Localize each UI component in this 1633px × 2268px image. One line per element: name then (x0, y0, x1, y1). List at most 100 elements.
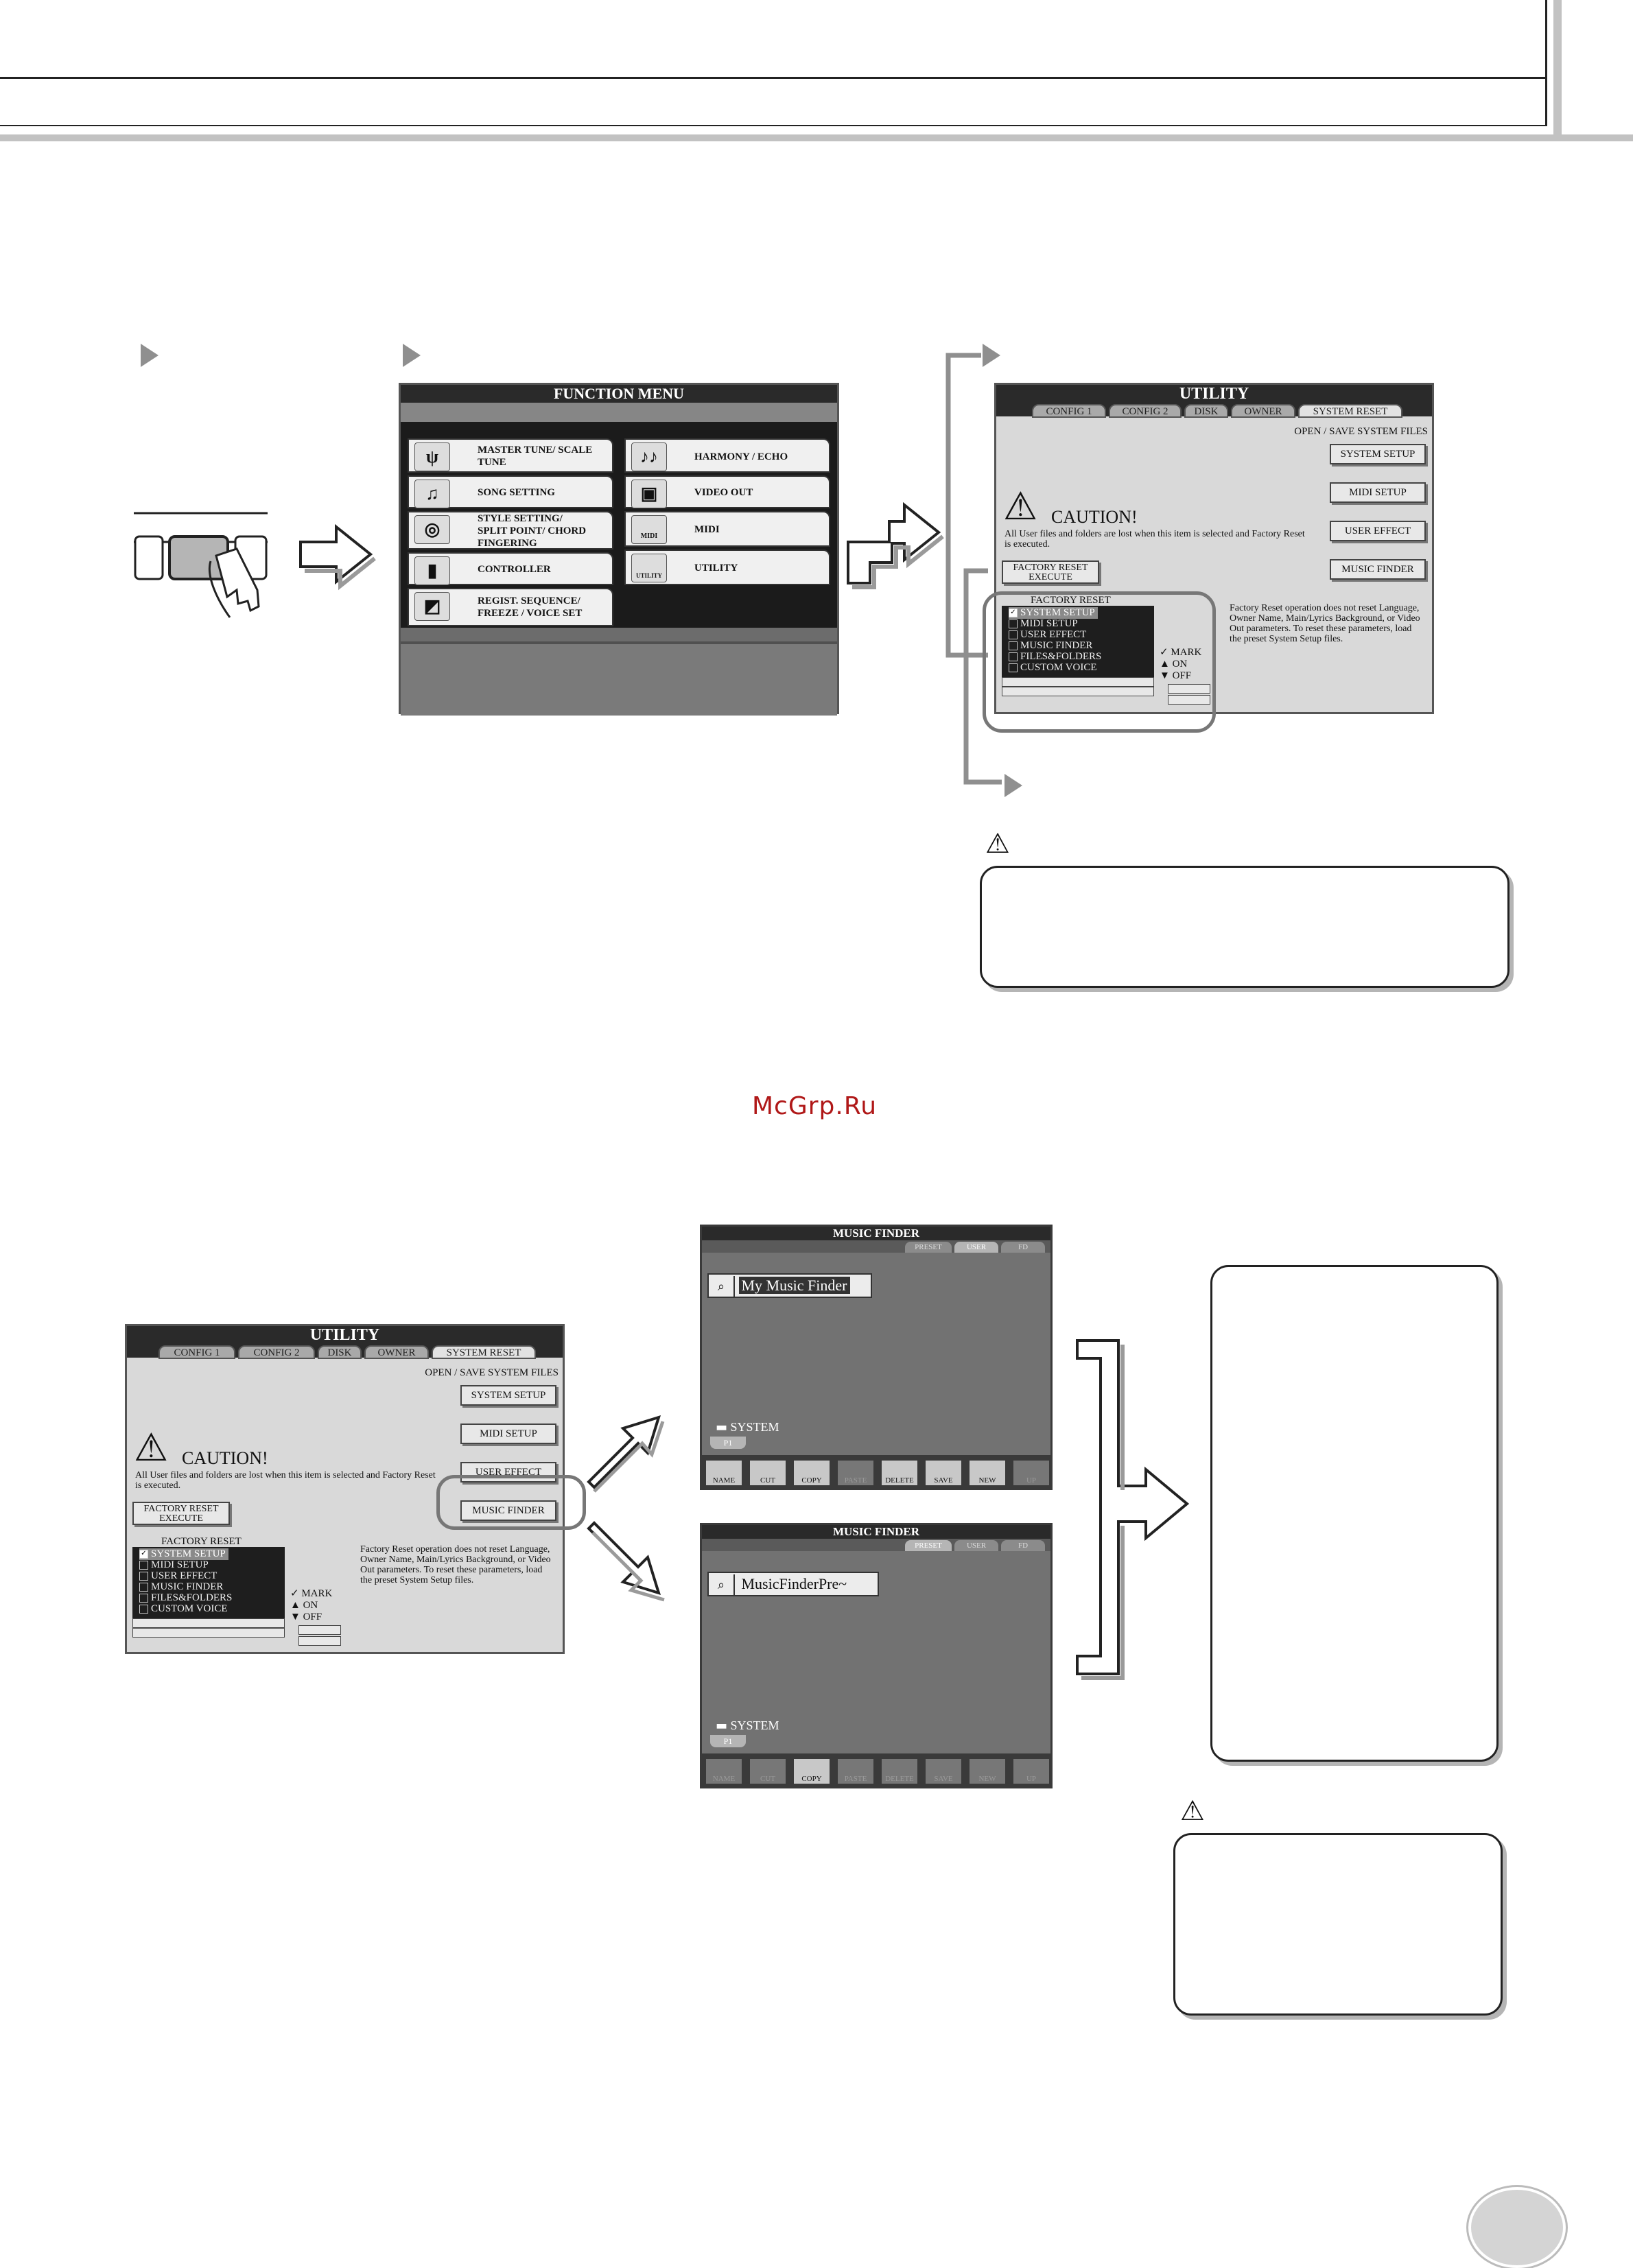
step-marker-1 (141, 344, 158, 367)
tab-config-1[interactable]: CONFIG 1 (158, 1345, 235, 1359)
menu-item-midi[interactable]: MIDI MIDI (624, 511, 830, 547)
tab-owner[interactable]: OWNER (1231, 404, 1295, 418)
paste-button[interactable]: PASTE (838, 1759, 873, 1784)
arrow-step-up (847, 501, 944, 589)
menu-item-label: HARMONY / ECHO (694, 451, 788, 462)
music-finder-tabs: PRESET USER FD (702, 1240, 1050, 1253)
list-item[interactable]: ✓SYSTEM SETUP (139, 1548, 228, 1560)
factory-reset-execute-button[interactable]: FACTORY RESET EXECUTE (132, 1502, 230, 1525)
tab-fd[interactable]: FD (1001, 1540, 1045, 1551)
mark-up-button[interactable] (1168, 684, 1210, 694)
copy-button[interactable]: COPY (794, 1759, 830, 1784)
list-item[interactable]: CUSTOM VOICE (1009, 662, 1097, 674)
list-item[interactable]: CUSTOM VOICE (139, 1603, 228, 1615)
header-side-tab (1562, 134, 1633, 141)
file-item[interactable]: ⌕ My Music Finder (707, 1273, 872, 1298)
list-item[interactable]: MIDI SETUP (139, 1559, 209, 1571)
tab-preset[interactable]: PRESET (905, 1540, 952, 1551)
on-label: ▲ ON (1160, 659, 1188, 670)
panel-button-illustration (134, 512, 268, 618)
list-scroll-down[interactable] (132, 1628, 285, 1638)
name-button[interactable]: NAME (706, 1759, 742, 1784)
tab-disk[interactable]: DISK (318, 1345, 362, 1359)
user-effect-button[interactable]: USER EFFECT (1330, 521, 1426, 541)
tab-config-2[interactable]: CONFIG 2 (1109, 404, 1182, 418)
menu-item-label: MIDI (694, 524, 720, 535)
tab-user[interactable]: USER (954, 1540, 998, 1551)
factory-reset-label: FACTORY RESET (161, 1536, 242, 1547)
up-button[interactable]: UP (1013, 1461, 1049, 1485)
folder-icon: ▬ (716, 1420, 728, 1434)
system-setup-button[interactable]: SYSTEM SETUP (460, 1385, 556, 1406)
page-tab[interactable]: P1 (710, 1735, 746, 1747)
paste-button[interactable]: PASTE (838, 1461, 873, 1485)
cut-button[interactable]: CUT (750, 1461, 786, 1485)
music-finder-title: MUSIC FINDER (702, 1227, 1050, 1240)
menu-item-video-out[interactable]: ▣ VIDEO OUT (624, 475, 830, 508)
factory-reset-execute-button[interactable]: FACTORY RESET EXECUTE (1002, 560, 1099, 584)
up-button[interactable]: UP (1013, 1759, 1049, 1784)
menu-item-regist-sequence[interactable]: ◩ REGIST. SEQUENCE/ FREEZE / VOICE SET (408, 588, 613, 626)
list-item[interactable]: MIDI SETUP (1009, 618, 1078, 630)
save-button[interactable]: SAVE (926, 1461, 961, 1485)
mark-up-button[interactable] (298, 1625, 341, 1635)
delete-button[interactable]: DELETE (882, 1461, 917, 1485)
mark-down-button[interactable] (1168, 695, 1210, 705)
highlight-outline-factory-reset (983, 591, 1216, 733)
search-file-icon: ⌕ (709, 1574, 735, 1596)
tab-disk[interactable]: DISK (1184, 404, 1228, 418)
system-setup-button[interactable]: SYSTEM SETUP (1330, 444, 1426, 464)
tab-system-reset[interactable]: SYSTEM RESET (1298, 404, 1402, 418)
cut-button[interactable]: CUT (750, 1759, 786, 1784)
list-item[interactable]: FILES&FOLDERS (1009, 651, 1101, 663)
menu-item-master-tune[interactable]: ψ MASTER TUNE/ SCALE TUNE (408, 438, 613, 473)
tab-fd[interactable]: FD (1001, 1242, 1045, 1253)
menu-item-utility[interactable]: UTILITY UTILITY (624, 550, 830, 585)
bracket-arrow-right (1076, 1339, 1190, 1680)
list-scroll-up[interactable] (1002, 677, 1154, 687)
mark-down-button[interactable] (298, 1636, 341, 1646)
tab-user[interactable]: USER (954, 1242, 998, 1253)
music-finder-button[interactable]: MUSIC FINDER (460, 1500, 556, 1521)
tab-config-2[interactable]: CONFIG 2 (238, 1345, 315, 1359)
delete-button[interactable]: DELETE (882, 1759, 917, 1784)
list-scroll-down[interactable] (1002, 687, 1154, 696)
menu-item-controller[interactable]: ▮ CONTROLLER (408, 552, 613, 585)
list-item[interactable]: ✓SYSTEM SETUP (1009, 607, 1098, 619)
step-marker-2 (403, 344, 421, 367)
list-item[interactable]: MUSIC FINDER (1009, 640, 1092, 652)
menu-item-style-setting[interactable]: ◎ STYLE SETTING/ SPLIT POINT/ CHORD FING… (408, 511, 613, 550)
list-item[interactable]: USER EFFECT (139, 1570, 217, 1582)
function-menu-footer (401, 641, 837, 716)
menu-item-song-setting[interactable]: ♫ SONG SETTING (408, 475, 613, 508)
new-button[interactable]: NEW (970, 1759, 1005, 1784)
midi-setup-button[interactable]: MIDI SETUP (460, 1424, 556, 1444)
tab-preset[interactable]: PRESET (905, 1242, 952, 1253)
caution-title: CAUTION! (182, 1448, 268, 1468)
section-label: OPEN / SAVE SYSTEM FILES (1294, 426, 1428, 437)
name-button[interactable]: NAME (706, 1461, 742, 1485)
tab-system-reset[interactable]: SYSTEM RESET (432, 1345, 536, 1359)
warning-icon-bottom: ⚠ (1180, 1795, 1205, 1827)
header-vertical-rule (1545, 0, 1547, 126)
tab-config-1[interactable]: CONFIG 1 (1032, 404, 1106, 418)
folder-label: ▬ SYSTEM (716, 1718, 779, 1733)
new-button[interactable]: NEW (970, 1461, 1005, 1485)
tab-owner[interactable]: OWNER (364, 1345, 429, 1359)
menu-item-harmony-echo[interactable]: ♪♪ HARMONY / ECHO (624, 438, 830, 473)
list-item[interactable]: USER EFFECT (1009, 629, 1086, 641)
music-finder-button[interactable]: MUSIC FINDER (1330, 559, 1426, 580)
list-item[interactable]: FILES&FOLDERS (139, 1592, 232, 1604)
page-tab[interactable]: P1 (710, 1437, 746, 1449)
function-menu-title: FUNCTION MENU (401, 385, 837, 403)
copy-button[interactable]: COPY (794, 1461, 830, 1485)
list-scroll-up[interactable] (132, 1618, 285, 1628)
on-label: ▲ ON (290, 1600, 318, 1611)
menu-item-label: REGIST. SEQUENCE/ FREEZE / VOICE SET (478, 595, 583, 619)
midi-icon: MIDI (631, 515, 667, 544)
file-item[interactable]: ⌕ MusicFinderPre~ (707, 1572, 879, 1596)
mark-text: ✓ MARK (1160, 647, 1202, 658)
list-item[interactable]: MUSIC FINDER (139, 1581, 223, 1593)
midi-setup-button[interactable]: MIDI SETUP (1330, 482, 1426, 503)
save-button[interactable]: SAVE (926, 1759, 961, 1784)
